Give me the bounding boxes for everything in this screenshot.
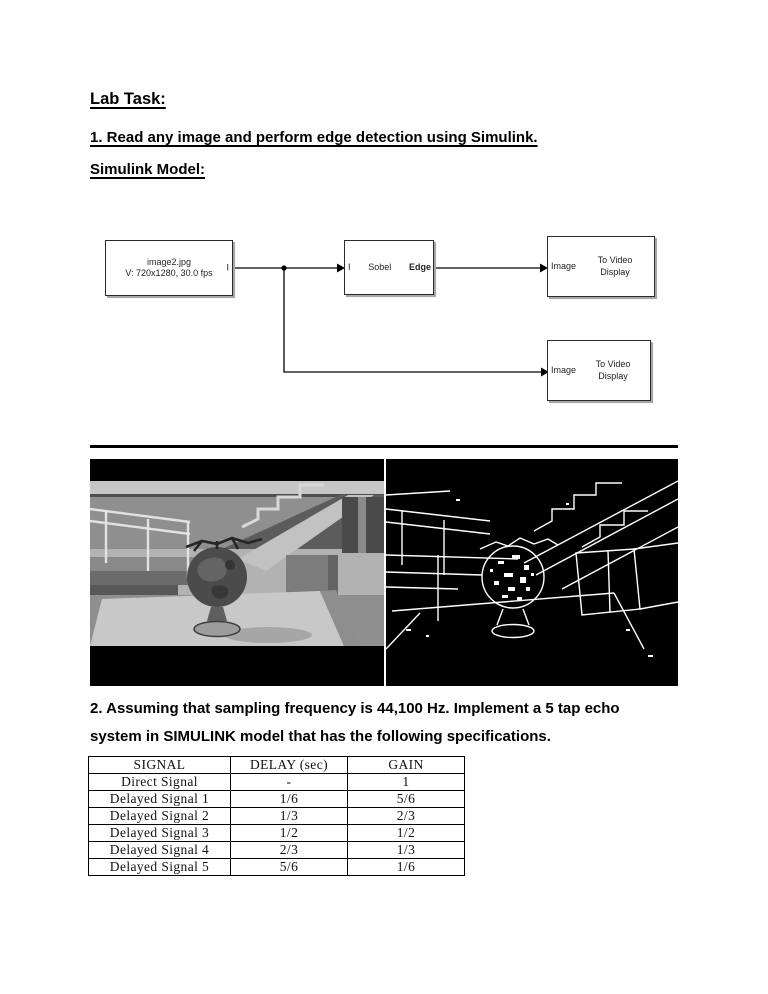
table-row: Delayed Signal 4 2/3 1/3: [88, 841, 465, 859]
original-image: [90, 459, 384, 686]
image-source-label: image2.jpg V: 720x1280, 30.0 fps: [125, 256, 213, 278]
simulink-model-heading: Simulink Model:: [90, 161, 206, 178]
table-row: Delayed Signal 3 1/2 1/2: [88, 824, 465, 842]
header-delay: DELAY (sec): [230, 756, 348, 774]
page-title: Lab Task:: [90, 90, 166, 108]
signal-wires: [233, 263, 549, 377]
video-bottom-label: To Video Display: [595, 359, 631, 381]
video-display-block-top: Image To Video Display: [547, 236, 655, 297]
sobel-block-label: Sobel: [368, 261, 392, 272]
sobel-edge-block: I Sobel Edge: [344, 240, 434, 295]
table-row: Delayed Signal 5 5/6 1/6: [88, 858, 465, 876]
video-display-block-bottom: Image To Video Display: [547, 340, 651, 401]
task2-paragraph: 2. Assuming that sampling frequency is 4…: [90, 700, 620, 745]
horizontal-divider: [90, 445, 678, 448]
header-gain: GAIN: [347, 756, 465, 774]
image-source-block: image2.jpg V: 720x1280, 30.0 fps I: [105, 240, 233, 296]
arrowhead-to-video-bottom: [541, 367, 549, 377]
table-row: Delayed Signal 2 1/3 2/3: [88, 807, 465, 825]
echo-spec-table: SIGNAL DELAY (sec) GAIN Direct Signal - …: [88, 756, 465, 876]
table-header-row: SIGNAL DELAY (sec) GAIN: [88, 756, 465, 774]
table-row: Delayed Signal 1 1/6 5/6: [88, 790, 465, 808]
sobel-output-port-label: Edge: [408, 261, 431, 272]
source-output-port-label: I: [226, 262, 229, 273]
video-top-label: To Video Display: [597, 255, 633, 277]
video-top-input-port-label: Image: [551, 260, 577, 271]
arrowhead-to-sobel: [337, 263, 345, 273]
arrowhead-to-video-top: [540, 263, 548, 273]
wire-junction-dot: [281, 265, 287, 271]
table-row: Direct Signal - 1: [88, 773, 465, 791]
task1-heading: 1. Read any image and perform edge detec…: [90, 129, 538, 146]
sobel-input-port-label: I: [348, 261, 351, 272]
video-bottom-input-port-label: Image: [551, 364, 577, 375]
header-signal: SIGNAL: [88, 756, 231, 774]
edge-detected-image: [386, 459, 678, 686]
